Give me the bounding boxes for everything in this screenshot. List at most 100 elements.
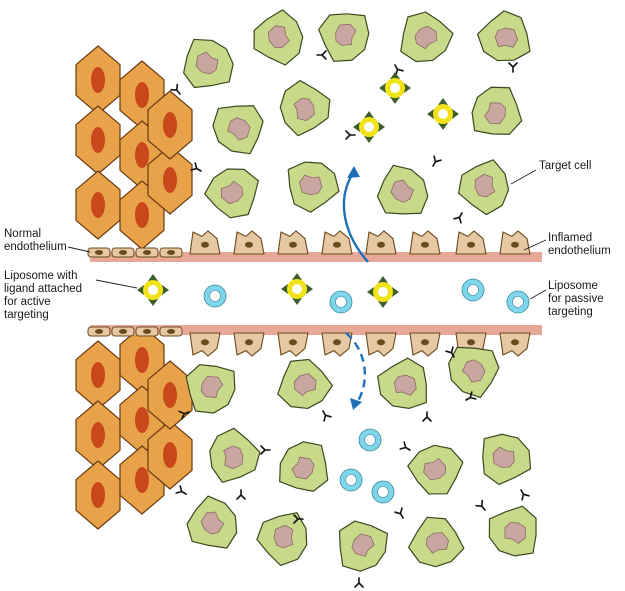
normal-tissue-cell [75,460,121,530]
normal-cell-nucleus [91,67,105,93]
ligand [148,299,158,306]
target-cell-nucleus [425,532,450,554]
normal-cell-nucleus [163,167,177,193]
target-cell-nucleus [504,522,526,544]
receptor-y-icon [445,346,455,358]
ligand [390,97,400,104]
target-cell [471,86,523,135]
inflamed-endothelial-cell [409,230,441,255]
target-cell [185,364,236,414]
ligand [364,136,374,143]
endothelial-nucleus [119,329,127,334]
normal-cell-nucleus [91,362,105,388]
normal-cell-nucleus [163,112,177,138]
target-cell-nucleus [227,117,251,141]
target-cell [482,433,532,486]
passive-liposome-icon [339,468,363,492]
ligand [353,122,360,132]
inflamed-endothelial-cell [365,230,397,255]
endothelial-nucleus [289,339,297,346]
passive-liposome-icon [358,428,382,452]
receptor-y-icon [520,489,530,501]
normal-cell-nucleus [163,442,177,468]
inflamed-endothelial-cell [189,230,221,255]
target-cell-nucleus [200,511,225,535]
target-cell [253,9,304,66]
ligand-liposome-icon [137,274,169,306]
target-cell-nucleus [351,533,375,557]
inflamed-endothelial-cell [499,230,531,255]
ligand-liposome-icon [427,98,459,130]
target-cell-nucleus [293,97,315,122]
normal-cell-nucleus [135,347,149,373]
normal-cell-nucleus [135,467,149,493]
passive-liposome-icon [506,290,530,314]
target-cell-nucleus [291,456,315,480]
ligand [281,284,288,294]
target-cell [407,444,464,495]
label-passive-liposome: Liposome for passive targeting [548,280,604,318]
receptor-y-icon [260,445,271,455]
leader-inflamed-endothelium [523,239,547,251]
curved-arrow-icon [345,332,367,405]
target-cell [277,358,333,410]
target-cell [209,427,261,483]
receptor-y-icon [394,64,404,76]
receptor-y-icon [175,485,187,495]
target-cell-nucleus [220,180,244,205]
normal-endothelial-cell [159,247,183,258]
endothelial-nucleus [333,339,341,346]
passive-liposome-icon [461,278,485,302]
target-cell [186,495,238,549]
normal-cell-nucleus [135,202,149,228]
normal-cell-nucleus [91,192,105,218]
target-cell [183,38,234,89]
inflamed-endothelial-cell [277,230,309,255]
endothelial-nucleus [201,241,209,248]
inflamed-endothelial-cell [233,230,265,255]
passive-liposome-icon [371,480,395,504]
target-cell [488,505,537,557]
normal-cell-nucleus [91,127,105,153]
normal-endothelial-cell [111,247,135,258]
ligand [390,72,400,79]
normal-cell-nucleus [163,382,177,408]
normal-endothelial-cell [111,326,135,337]
ligand [148,274,158,281]
endothelial-nucleus [467,241,475,248]
normal-tissue-cell [75,105,121,175]
receptor-y-icon [170,83,181,95]
target-cell-nucleus [335,23,357,46]
endothelial-nucleus [377,241,385,248]
target-cell-nucleus [492,446,515,468]
endothelial-nucleus [95,250,103,255]
endothelial-nucleus [167,250,175,255]
ligand [452,109,459,119]
normal-cell-nucleus [91,422,105,448]
endothelial-nucleus [333,241,341,248]
ligand [438,123,448,130]
ligand [292,298,302,305]
normal-endothelial-cell [159,326,183,337]
normal-tissue-cell [147,145,193,215]
endothelial-nucleus [377,339,385,346]
receptor-y-icon [465,391,477,401]
endothelial-nucleus [119,250,127,255]
endothelial-nucleus [143,329,151,334]
target-cell [256,512,308,567]
passive-liposome-icon [203,284,227,308]
normal-cell-nucleus [135,142,149,168]
leader-active-liposome [95,279,138,289]
arrows [342,166,369,410]
normal-cell-nucleus [135,82,149,108]
liposomes [137,72,530,504]
inflamed-endothelial-cell [277,332,309,357]
normal-endothelial-cell [87,326,111,337]
receptor-y-icon [354,577,364,588]
passive-liposome-icon [329,290,353,314]
curved-arrow-icon [342,171,369,263]
normal-tissue-cell [75,170,121,240]
normal-endothelial-cell [87,247,111,258]
normal-tissue-cell [75,400,121,470]
